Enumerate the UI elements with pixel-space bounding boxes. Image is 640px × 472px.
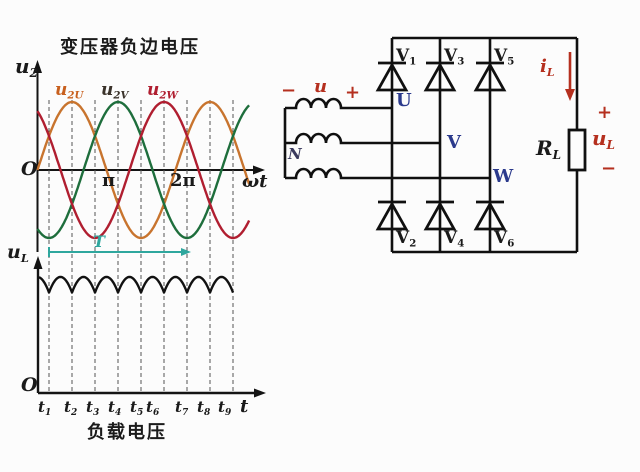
u2-axis-label: u2	[15, 54, 38, 81]
tick-label-t8: t8	[197, 398, 211, 419]
winding-u-coil	[285, 97, 392, 110]
bottom-y-axis-arrow-icon	[33, 256, 43, 269]
rectified-output-curve	[38, 275, 235, 294]
winding-w-coil	[285, 167, 490, 180]
diode-label-v3: V3	[444, 46, 465, 68]
pi-tick-label: π	[102, 170, 116, 191]
diode-v5	[473, 61, 507, 92]
curve-label-u2v: u2V	[101, 80, 129, 102]
omega-t-axis-label: ωt	[242, 171, 268, 192]
neutral-label: N	[288, 145, 302, 163]
load-voltage-plus-label: +	[597, 102, 613, 123]
period-T-arrow	[48, 247, 191, 257]
two-pi-tick-label: 2π	[170, 170, 196, 191]
curve-u2V	[36, 100, 250, 240]
bottom-plot-caption: 负载电压	[87, 422, 167, 442]
diode-v1	[375, 61, 409, 92]
load-voltage-minus-label: −	[601, 158, 617, 179]
bottom-plot-origin-label: O	[21, 374, 38, 396]
load-current-label: iL	[540, 56, 555, 79]
top-x-axis-arrow-icon	[253, 165, 265, 175]
tick-label-t2: t2	[64, 398, 78, 419]
period-T-label: T	[93, 232, 105, 251]
diode-label-v4: V4	[444, 228, 465, 250]
phase-label-w: W	[493, 166, 514, 187]
diodes	[375, 61, 507, 231]
load-resistor	[567, 128, 587, 172]
diode-v4	[423, 200, 457, 231]
source-voltage-label: u	[314, 76, 328, 97]
tick-label-t9: t9	[218, 398, 232, 419]
top-plot-origin-label: O	[21, 158, 38, 180]
curve-label-u2w: u2W	[147, 80, 178, 102]
tick-label-t5: t5	[130, 398, 144, 419]
load-current-arrow-icon	[565, 52, 575, 101]
diode-label-v5: V5	[494, 46, 515, 68]
t-axis-label: t	[240, 396, 249, 417]
tick-label-t1: t1	[38, 398, 52, 419]
curve-label-u2u: u2U	[55, 80, 84, 102]
diode-v3	[423, 61, 457, 92]
source-plus-label: +	[345, 82, 361, 103]
circuit-wires	[283, 36, 587, 254]
diode-label-v1: V1	[396, 46, 417, 68]
tick-label-t4: t4	[108, 398, 122, 419]
tick-label-t6: t6	[146, 398, 160, 419]
ul-axis-label: uL	[7, 241, 29, 265]
winding-v-coil	[285, 132, 440, 145]
top-plot-title: 变压器负边电压	[60, 37, 200, 57]
phase-label-u: U	[396, 90, 412, 111]
diode-v2	[375, 200, 409, 231]
tick-label-t7: t7	[175, 398, 189, 419]
diode-label-v6: V6	[494, 228, 515, 250]
three-phase-sine-curves	[36, 100, 251, 240]
bottom-x-axis-arrow-icon	[254, 388, 266, 398]
phase-label-v: V	[447, 132, 461, 153]
diode-v6	[473, 200, 507, 231]
load-resistor-label: RL	[536, 136, 562, 163]
bottom-plot-axes	[36, 264, 259, 395]
source-minus-label: −	[281, 80, 297, 101]
tick-label-t3: t3	[86, 398, 100, 419]
top-y-axis-arrow-icon	[33, 60, 42, 73]
curve-u2U	[36, 100, 251, 240]
curve-u2W	[36, 100, 251, 240]
diode-label-v2: V2	[396, 228, 417, 250]
load-voltage-label: uL	[592, 126, 615, 153]
time-marker-dashed-lines	[48, 100, 234, 391]
